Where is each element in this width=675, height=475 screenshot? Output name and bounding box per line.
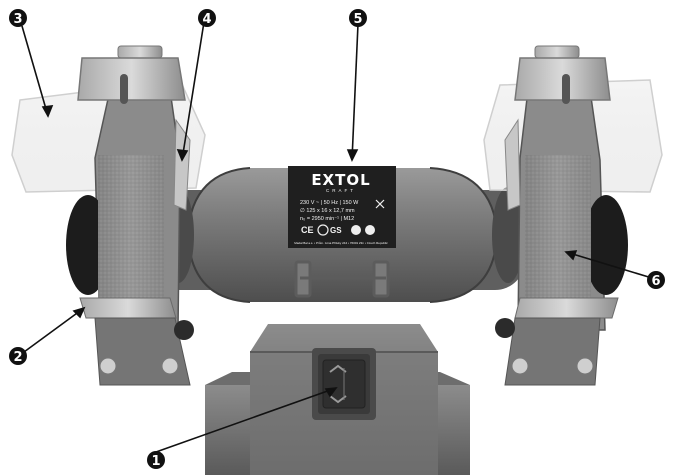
right-rest-knob[interactable] [495, 318, 515, 338]
right-wheel-assembly [483, 45, 663, 386]
brand-logo: EXTOL [311, 171, 370, 189]
callout-leaders [21, 21, 653, 453]
manufacturer-address: Madal Bal a.s. • Prům. zóna Příluky 244 … [294, 241, 388, 245]
svg-text:3: 3 [13, 12, 22, 27]
arrowhead-1 [324, 387, 338, 398]
ear-protection-icon [365, 225, 375, 235]
brand-subtitle: CRAFT [326, 188, 356, 193]
callout-4: 4 [198, 9, 216, 27]
arrowhead-2 [72, 306, 86, 319]
right-adjust-slot [562, 74, 570, 104]
callout-3: 3 [9, 9, 27, 27]
switch-arrows-icon [329, 364, 347, 404]
right-wheel-nut [584, 195, 628, 295]
leader-3 [21, 25, 49, 117]
leader-6 [565, 251, 653, 279]
leader-4 [181, 21, 205, 161]
left-wheel-assembly [11, 45, 206, 386]
motor-ribs [294, 260, 390, 298]
arrowhead-3 [41, 105, 54, 118]
left-rest-knob[interactable] [174, 320, 194, 340]
weee-bin-icon [375, 199, 385, 209]
left-shield-hinge [117, 45, 163, 59]
eye-protection-icon [351, 225, 361, 235]
left-adjust-slot [120, 74, 128, 104]
callout-1: 1 [147, 451, 165, 469]
svg-text:4: 4 [202, 12, 211, 27]
leader-1 [155, 387, 337, 453]
right-tool-rest [514, 297, 619, 319]
spec-line-3: n₀ = 2950 min⁻¹ | M12 [300, 216, 354, 222]
pedestal [205, 324, 470, 475]
svg-text:5: 5 [353, 12, 362, 27]
left-spark-guard [173, 118, 191, 211]
gs-mark: GS [330, 226, 342, 235]
callout-markers: 1 2 3 4 5 6 [9, 9, 665, 469]
svg-text:1: 1 [151, 454, 160, 469]
callout-6: 6 [647, 271, 665, 289]
right-shield-hinge [534, 45, 580, 59]
ce-mark: CE [301, 225, 314, 235]
arrowhead-4 [176, 149, 189, 162]
spec-line-1: 230 V ~ | 50 Hz | 150 W [300, 200, 359, 206]
leader-2 [23, 307, 85, 353]
svg-text:6: 6 [651, 274, 660, 289]
right-spark-guard [504, 118, 521, 211]
leader-5 [351, 23, 359, 161]
arrowhead-5 [346, 149, 359, 162]
nameplate: EXTOL CRAFT 230 V ~ | 50 Hz | 150 W ∅ 12… [288, 166, 396, 248]
callout-5: 5 [349, 9, 367, 27]
left-tool-rest [79, 297, 177, 319]
left-shield-bracket [77, 57, 186, 101]
cert-circle-icon [317, 224, 329, 236]
callout-2: 2 [9, 347, 27, 365]
svg-text:2: 2 [13, 350, 22, 365]
arrowhead-6 [564, 250, 578, 261]
spec-line-2: ∅ 125 x 16 x 12,7 mm [300, 207, 355, 214]
power-switch[interactable] [312, 348, 376, 420]
